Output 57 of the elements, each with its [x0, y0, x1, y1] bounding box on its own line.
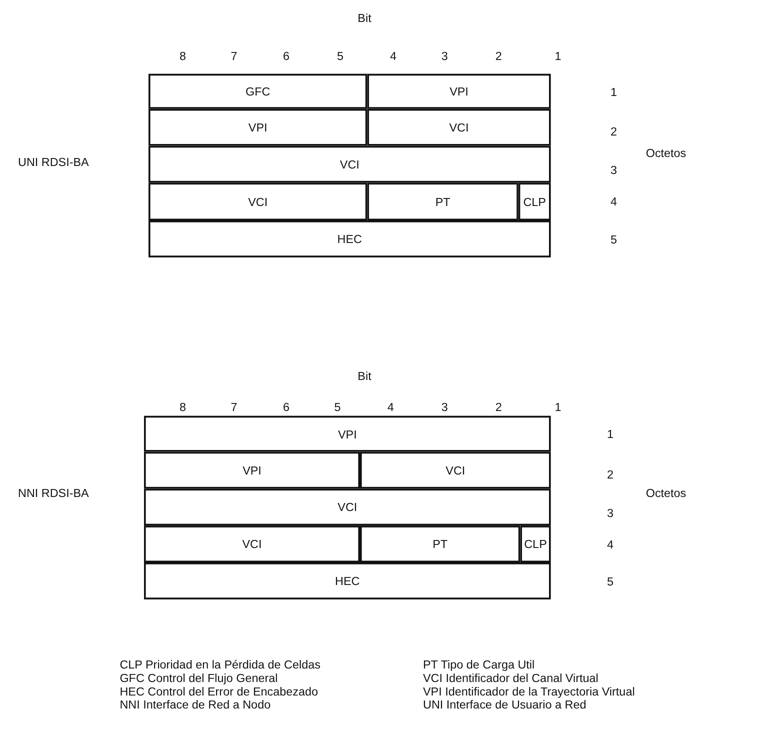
octet-number: 3	[606, 506, 614, 520]
bit-number: 5	[336, 49, 344, 63]
field-cell: VCI	[144, 488, 551, 526]
octet-number: 2	[606, 467, 614, 481]
legend-entry: VCI Identificador del Canal Virtual	[423, 670, 598, 684]
legend-entry: CLP Prioridad en la Pérdida de Celdas	[120, 657, 320, 671]
side-label: UNI RDSI-BA	[18, 155, 89, 169]
legend-entry: NNI Interface de Red a Nodo	[120, 698, 271, 712]
bit-number: 1	[554, 49, 562, 63]
octet-number: 3	[610, 162, 618, 176]
octet-number: 1	[606, 427, 614, 441]
side-label: NNI RDSI-BA	[18, 486, 89, 500]
bit-number: 4	[390, 49, 397, 63]
octet-number: 4	[606, 537, 614, 551]
field-cell: VCI	[148, 146, 551, 183]
field-cell: GFC	[148, 74, 368, 109]
bit-number: 8	[179, 49, 186, 63]
axis-label: Octetos	[646, 146, 686, 160]
field-cell: PT	[367, 182, 518, 220]
field-cell: VCI	[148, 182, 368, 220]
bit-number: 7	[230, 49, 238, 63]
legend-entry: HEC Control del Error de Encabezado	[120, 684, 318, 698]
axis-label: Bit	[358, 369, 372, 383]
bit-number: 3	[441, 49, 448, 63]
axis-label: Octetos	[646, 486, 686, 500]
field-cell: VPI	[144, 416, 551, 452]
field-cell: HEC	[148, 220, 551, 258]
octet-number: 1	[610, 84, 618, 98]
bit-number: 2	[495, 49, 502, 63]
octet-number: 4	[610, 194, 618, 208]
bit-number: 5	[334, 400, 341, 414]
legend-entry: UNI Interface de Usuario a Red	[423, 698, 586, 712]
field-cell: VCI	[360, 452, 551, 489]
bit-number: 8	[179, 400, 186, 414]
field-cell: CLP	[520, 526, 551, 562]
bit-number: 1	[554, 400, 562, 414]
field-cell: CLP	[518, 182, 551, 220]
octet-number: 5	[606, 574, 614, 588]
field-cell: VPI	[148, 108, 368, 146]
legend-entry: VPI Identificador de la Trayectoria Virtual	[423, 684, 635, 698]
bit-number: 3	[441, 400, 448, 414]
bit-number: 6	[282, 49, 290, 63]
field-cell: VPI	[367, 74, 551, 109]
bit-number: 6	[282, 400, 290, 414]
bit-number: 7	[230, 400, 238, 414]
field-cell: VCI	[367, 108, 551, 146]
octet-number: 2	[610, 124, 618, 138]
legend-entry: PT Tipo de Carga Util	[423, 657, 535, 671]
axis-label: Bit	[358, 11, 372, 25]
legend-entry: GFC Control del Flujo General	[120, 670, 278, 684]
field-cell: VCI	[144, 526, 360, 562]
bit-number: 2	[495, 400, 502, 414]
field-cell: PT	[360, 526, 520, 562]
bit-number: 4	[387, 400, 394, 414]
octet-number: 5	[610, 232, 618, 246]
field-cell: HEC	[144, 562, 551, 600]
field-cell: VPI	[144, 452, 360, 489]
